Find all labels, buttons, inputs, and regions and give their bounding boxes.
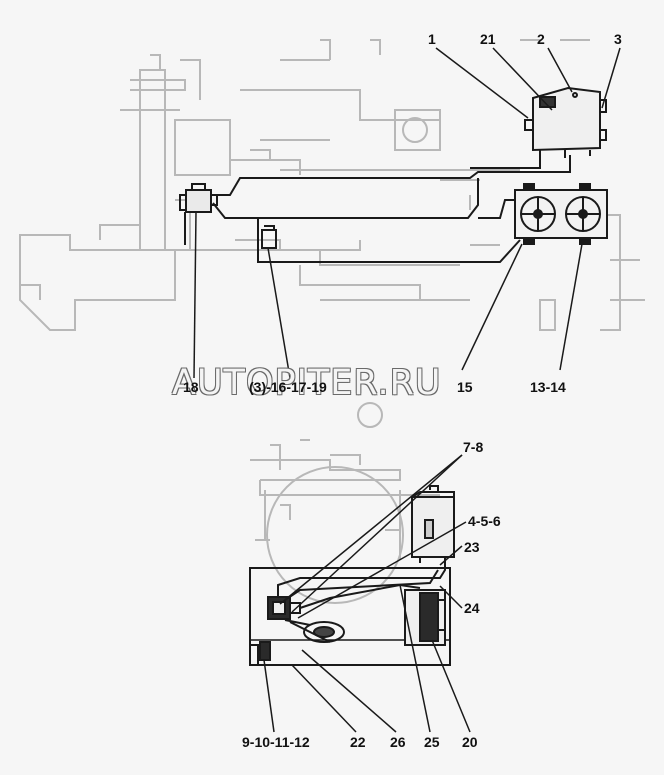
part-2-block [524, 86, 607, 158]
callout-label-9-10-11-12: 9-10-11-12 [242, 734, 310, 750]
pipe-block-return [470, 158, 541, 169]
top-leader-lines [193, 47, 621, 379]
callout-label-23: 23 [464, 539, 480, 555]
callout-label-21: 21 [480, 31, 496, 47]
pipe-loop [225, 217, 521, 263]
watermark-text: AUTOPITER.RU [172, 363, 442, 403]
frame [249, 567, 451, 666]
callout-label-18: 18 [183, 379, 199, 395]
callout-label-26: 26 [390, 734, 406, 750]
callout-label-22: 22 [350, 734, 366, 750]
pipe-to-cooler [478, 199, 520, 219]
pipe-bottom-mid [284, 569, 439, 601]
belt [284, 619, 331, 643]
callout-label-25: 25 [424, 734, 440, 750]
pipe-top-lower [212, 178, 479, 219]
pipe-bottom-cooler [299, 583, 421, 609]
callout-label-15: 15 [457, 379, 473, 395]
bottom-assembly [249, 485, 455, 666]
callout-label-13-14: 13-14 [530, 379, 566, 395]
callout-label-20: 20 [462, 734, 478, 750]
callout-label-3-16-17-19: (3)-16-17-19 [249, 379, 327, 395]
part-16-fitting [261, 229, 277, 249]
callout-label-24: 24 [464, 600, 480, 616]
callout-label-1: 1 [428, 31, 436, 47]
pulley [303, 621, 345, 643]
callout-label-7-8: 7-8 [463, 439, 484, 455]
bottom-leader-lines [263, 454, 471, 733]
part-13-14-cooler [514, 183, 608, 245]
pipe-top-upper [210, 155, 571, 196]
callout-label-2: 2 [537, 31, 545, 47]
part-20-cooler [404, 589, 446, 646]
callout-label-3: 3 [614, 31, 622, 47]
part-18-pump [179, 183, 218, 245]
top-assembly [179, 86, 608, 263]
part-9-12-fitting [259, 641, 271, 661]
part-4-5-6-reservoir [411, 485, 455, 563]
pipe-bottom-upper [277, 563, 446, 597]
callout-label-4-5-6: 4-5-6 [468, 513, 501, 529]
